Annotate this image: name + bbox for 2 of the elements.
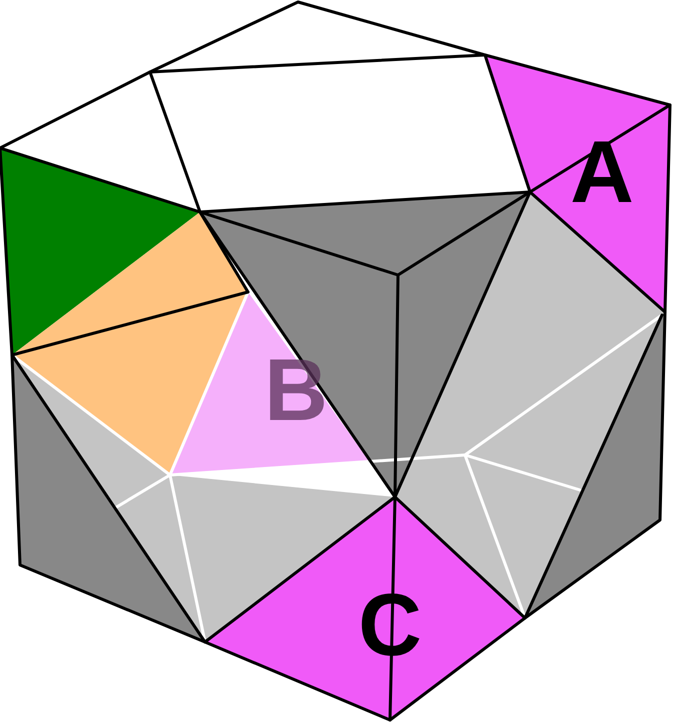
face-letter: B [264,346,328,434]
face-letter: A [570,128,634,216]
